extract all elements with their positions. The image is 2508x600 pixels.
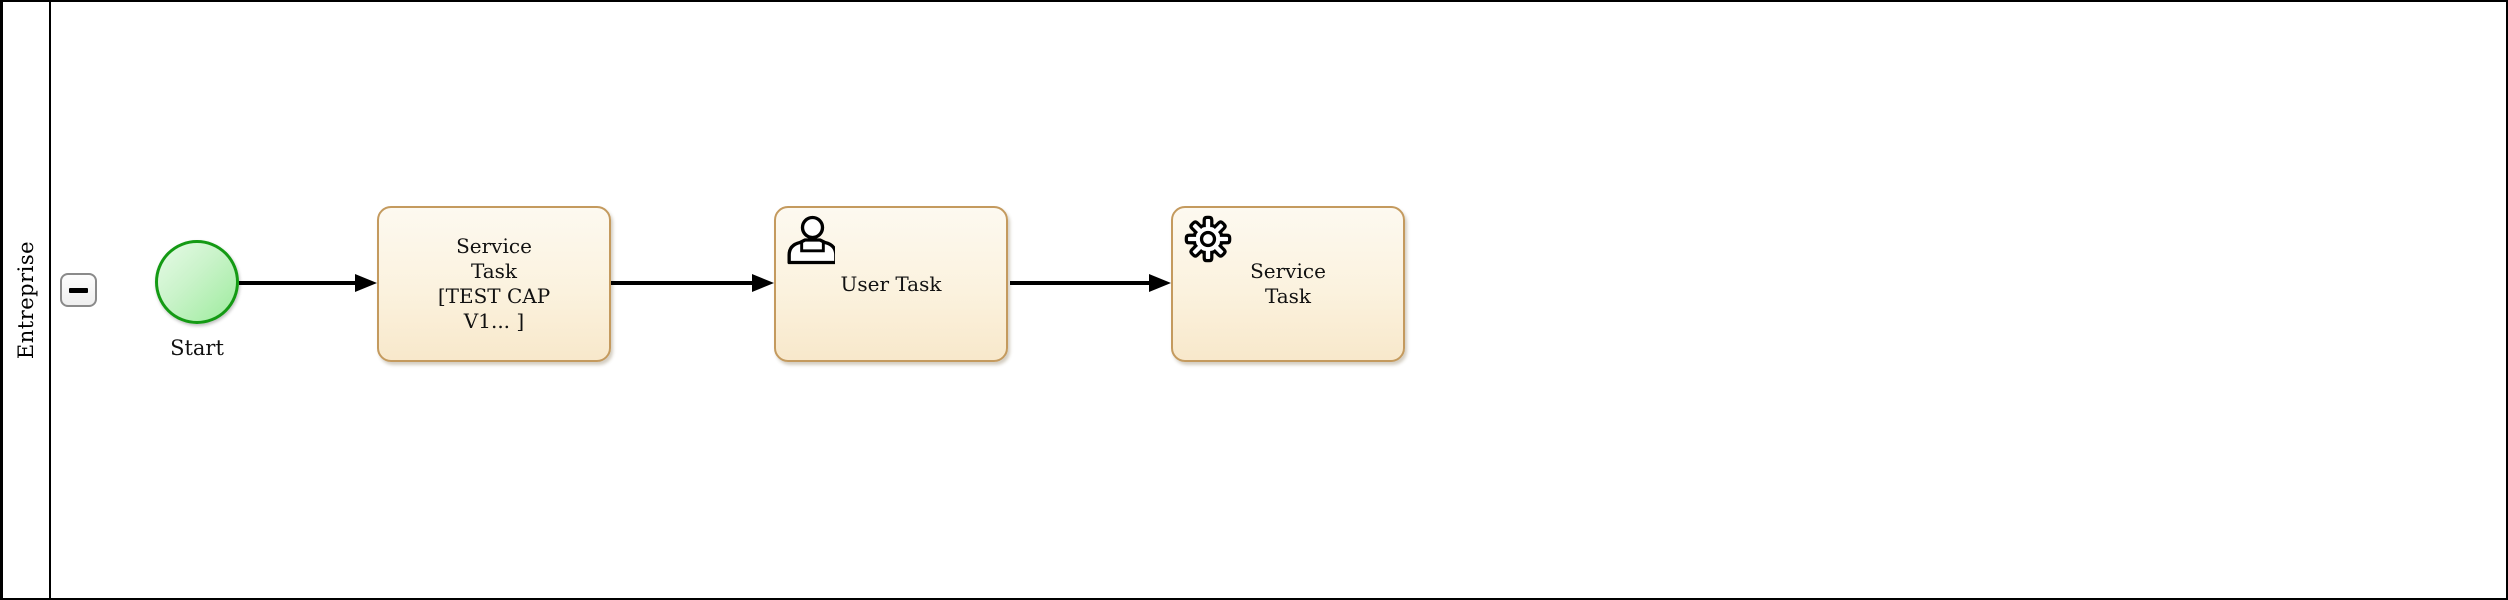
user-icon — [787, 215, 835, 265]
arrowhead-icon — [1149, 274, 1171, 292]
sequence-flow-1[interactable] — [239, 273, 377, 293]
task-label-line: Service — [1250, 259, 1326, 283]
collapse-lane-button[interactable] — [60, 273, 97, 307]
task-label-line: Task — [470, 259, 518, 283]
task-label-line: Service — [456, 234, 532, 258]
sequence-flow-2[interactable] — [611, 273, 774, 293]
flow-line — [1010, 281, 1153, 285]
task-label-line: Task — [1264, 284, 1312, 308]
arrowhead-icon — [752, 274, 774, 292]
flow-line — [239, 281, 359, 285]
task-service-task[interactable]: Service Task — [1171, 206, 1405, 362]
start-event[interactable] — [155, 240, 239, 324]
minus-icon — [69, 287, 88, 293]
task-label-line: [TEST CAP — [437, 284, 551, 308]
sequence-flow-3[interactable] — [1010, 273, 1171, 293]
task-service-task-test-cap[interactable]: Service Task [TEST CAP V1... ] — [377, 206, 611, 362]
lane-label: Entreprise — [14, 240, 38, 360]
start-event-label: Start — [170, 336, 224, 360]
lane-entreprise-strip[interactable]: Entreprise — [3, 2, 51, 598]
task-user-task[interactable]: User Task — [774, 206, 1008, 362]
gear-icon — [1184, 215, 1232, 263]
arrowhead-icon — [355, 274, 377, 292]
flow-line — [611, 281, 756, 285]
task-label: User Task — [840, 271, 942, 296]
task-label-line: V1... ] — [463, 309, 525, 333]
